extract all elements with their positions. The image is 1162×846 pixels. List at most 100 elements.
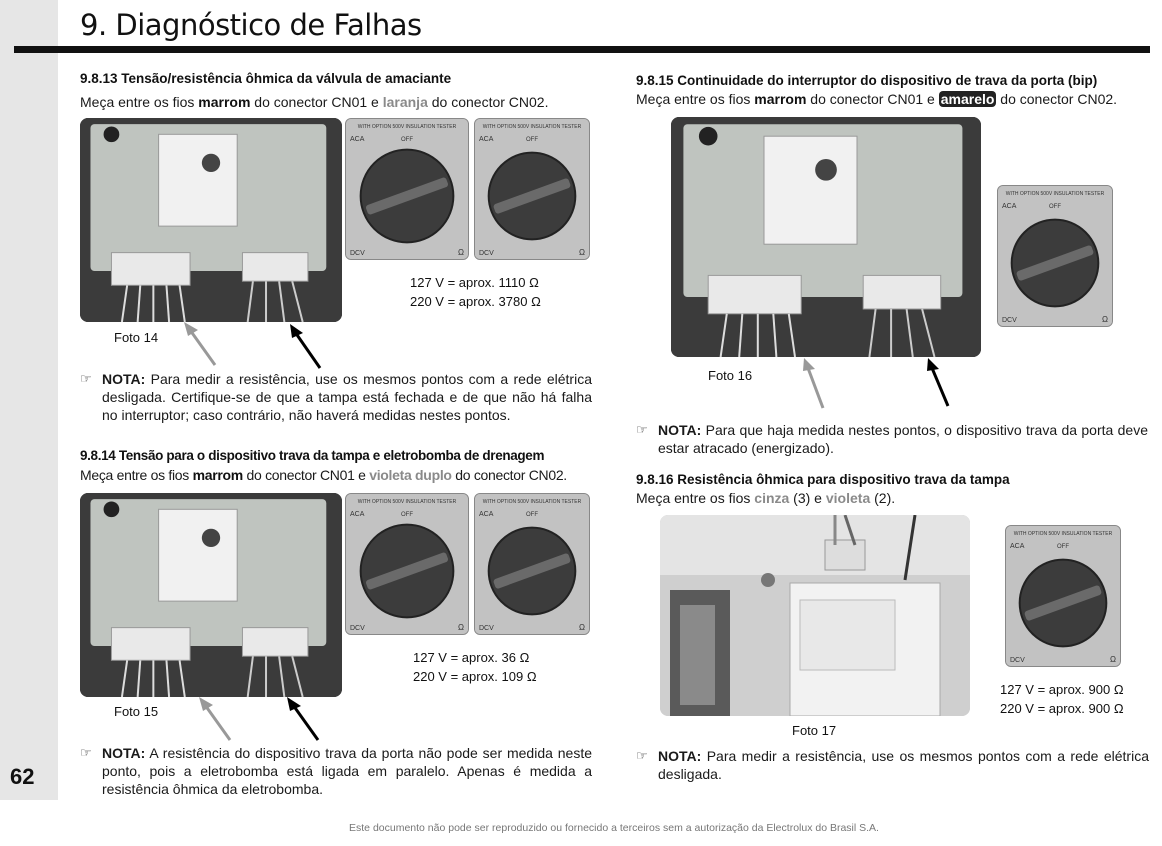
svg-text:WITH OPTION 500V INSULATION TE: WITH OPTION 500V INSULATION TESTER xyxy=(358,499,457,505)
photo-caption: Foto 16 xyxy=(708,368,753,383)
section-heading-9-8-16: 9.8.16 Resistência ôhmica para dispositi… xyxy=(636,472,1010,487)
instruction-9-8-14: Meça entre os fios marrom do conector CN… xyxy=(80,467,567,483)
measurement-127v: 127 V = aprox. 36 Ω xyxy=(413,650,530,665)
svg-text:OFF: OFF xyxy=(401,137,413,143)
arrow-icon xyxy=(930,367,950,407)
multimeter-dial-drawing: WITH OPTION 500V INSULATION TESTER ACA OFF… xyxy=(475,119,589,259)
multimeter-dial-drawing: WITH OPTION 500V INSULATION TESTER ACA OFF… xyxy=(346,494,468,634)
photo-caption: Foto 17 xyxy=(792,723,837,738)
arrow-icon xyxy=(290,324,303,338)
note-text: A resistência do dispositivo trava da po… xyxy=(102,745,592,797)
note-9-8-16: ☞ NOTA: Para medir a resistência, use os… xyxy=(636,747,1149,783)
svg-text:ACA: ACA xyxy=(350,136,365,143)
arrow-icon xyxy=(803,358,815,371)
svg-text:WITH OPTION 500V INSULATION TE: WITH OPTION 500V INSULATION TESTER xyxy=(358,124,457,130)
text: Meça entre os fios xyxy=(80,467,193,483)
measurement-values: 127 V = aprox. 900 Ω 220 V = aprox. 900 … xyxy=(1000,680,1124,718)
note-9-8-15: ☞ NOTA: Para que haja medida nestes pont… xyxy=(636,421,1148,457)
note-text: Para medir a resistência, use os mesmos … xyxy=(102,371,592,423)
note-9-8-13: ☞ NOTA: Para medir a resistência, use os… xyxy=(80,370,592,424)
text: do conector CN01 e xyxy=(806,91,939,107)
note-label: NOTA: xyxy=(658,422,702,438)
photo-caption: Foto 14 xyxy=(114,330,159,345)
measurement-values: 127 V = aprox. 1110 Ω 220 V = aprox. 378… xyxy=(410,273,541,311)
note-text: Para que haja medida nestes pontos, o di… xyxy=(658,422,1148,456)
arrow-icon xyxy=(291,704,320,741)
text: do conector CN01 e xyxy=(242,467,370,483)
measurement-220v: 220 V = aprox. 900 Ω xyxy=(1000,701,1124,716)
svg-text:DCV: DCV xyxy=(479,250,494,257)
svg-text:WITH OPTION 500V INSULATION TE: WITH OPTION 500V INSULATION TESTER xyxy=(1006,191,1105,197)
measurement-values: 127 V = aprox. 36 Ω 220 V = aprox. 109 Ω xyxy=(413,648,537,686)
measurement-127v: 127 V = aprox. 900 Ω xyxy=(1000,682,1124,697)
arrow-icon xyxy=(184,322,198,336)
multimeter-dial-drawing: WITH OPTION 500V INSULATION TESTER ACA OFF… xyxy=(998,186,1112,326)
text: do conector CN01 e xyxy=(250,94,383,110)
multimeter-image: WITH OPTION 500V INSULATION TESTER ACA OFF… xyxy=(474,493,590,635)
note-label: NOTA: xyxy=(102,371,146,387)
note-label: NOTA: xyxy=(658,748,702,764)
svg-text:Ω: Ω xyxy=(579,623,585,632)
section-heading-9-8-15: 9.8.15 Continuidade do interruptor do di… xyxy=(636,73,1098,88)
wire-color: laranja xyxy=(382,94,428,110)
page-number: 62 xyxy=(10,764,35,789)
text: do conector CN02. xyxy=(427,94,549,110)
multimeter-image: WITH OPTION 500V INSULATION TESTER ACA OFF… xyxy=(997,185,1113,327)
multimeter-image: WITH OPTION 500V INSULATION TESTER ACA OFF… xyxy=(345,118,469,260)
svg-text:DCV: DCV xyxy=(479,625,494,632)
measurement-127v: 127 V = aprox. 1110 Ω xyxy=(410,275,539,290)
svg-text:Ω: Ω xyxy=(458,623,464,632)
page-title: 9. Diagnóstico de Falhas xyxy=(80,8,422,42)
pointing-hand-icon: ☞ xyxy=(80,745,92,760)
wire-color: marrom xyxy=(192,467,244,483)
svg-text:ACA: ACA xyxy=(1010,543,1025,550)
svg-text:OFF: OFF xyxy=(401,512,413,518)
measurement-220v: 220 V = aprox. 3780 Ω xyxy=(410,294,541,309)
section-heading-9-8-14: 9.8.14 Tensão para o dispositivo trava d… xyxy=(80,448,545,463)
instruction-9-8-15: Meça entre os fios marrom do conector CN… xyxy=(636,91,1117,107)
photo-caption: Foto 15 xyxy=(114,704,159,719)
svg-text:DCV: DCV xyxy=(350,250,365,257)
svg-text:Ω: Ω xyxy=(1102,315,1108,324)
svg-text:Ω: Ω xyxy=(579,248,585,257)
svg-text:WITH OPTION 500V INSULATION TE: WITH OPTION 500V INSULATION TESTER xyxy=(483,124,582,130)
svg-text:ACA: ACA xyxy=(350,511,365,518)
multimeter-dial-drawing: WITH OPTION 500V INSULATION TESTER ACA OFF… xyxy=(346,119,468,259)
note-label: NOTA: xyxy=(102,745,146,761)
arrow-icon xyxy=(188,329,217,366)
pointing-hand-icon: ☞ xyxy=(636,422,648,437)
instruction-9-8-16: Meça entre os fios cinza (3) e violeta (… xyxy=(636,490,895,506)
section-heading-9-8-13: 9.8.13 Tensão/resistência ôhmica da válv… xyxy=(80,71,452,86)
wire-color: amarelo xyxy=(938,91,997,107)
circuit-board-drawing xyxy=(671,117,981,357)
measurement-220v: 220 V = aprox. 109 Ω xyxy=(413,669,537,684)
svg-text:DCV: DCV xyxy=(1010,657,1025,664)
text: (3) e xyxy=(789,490,826,506)
svg-text:DCV: DCV xyxy=(1002,317,1017,324)
pointing-hand-icon: ☞ xyxy=(80,371,92,386)
multimeter-dial-drawing: WITH OPTION 500V INSULATION TESTER ACA OFF… xyxy=(475,494,589,634)
instruction-9-8-13: Meça entre os fios marrom do conector CN… xyxy=(80,94,548,110)
wire-color: violeta xyxy=(825,490,871,506)
circuit-board-drawing xyxy=(80,493,342,697)
svg-text:Ω: Ω xyxy=(1110,655,1116,664)
door-lock-drawing xyxy=(660,515,970,716)
svg-text:OFF: OFF xyxy=(526,137,538,143)
svg-text:ACA: ACA xyxy=(479,511,494,518)
note-9-8-14: ☞ NOTA: A resistência do dispositivo tra… xyxy=(80,744,592,798)
svg-text:OFF: OFF xyxy=(526,512,538,518)
photo-14 xyxy=(80,118,342,322)
arrow-icon xyxy=(203,704,232,741)
arrow-icon xyxy=(199,697,213,711)
svg-text:WITH OPTION 500V INSULATION TE: WITH OPTION 500V INSULATION TESTER xyxy=(483,499,582,505)
wire-color: marrom xyxy=(754,91,807,107)
text: Meça entre os fios xyxy=(636,490,755,506)
photo-15 xyxy=(80,493,342,697)
side-strip xyxy=(0,0,58,800)
svg-text:OFF: OFF xyxy=(1049,204,1061,210)
text: (2). xyxy=(870,490,896,506)
svg-text:ACA: ACA xyxy=(479,136,494,143)
svg-text:ACA: ACA xyxy=(1002,203,1017,210)
wire-color: violeta duplo xyxy=(369,467,452,483)
text: Meça entre os fios xyxy=(636,91,755,107)
